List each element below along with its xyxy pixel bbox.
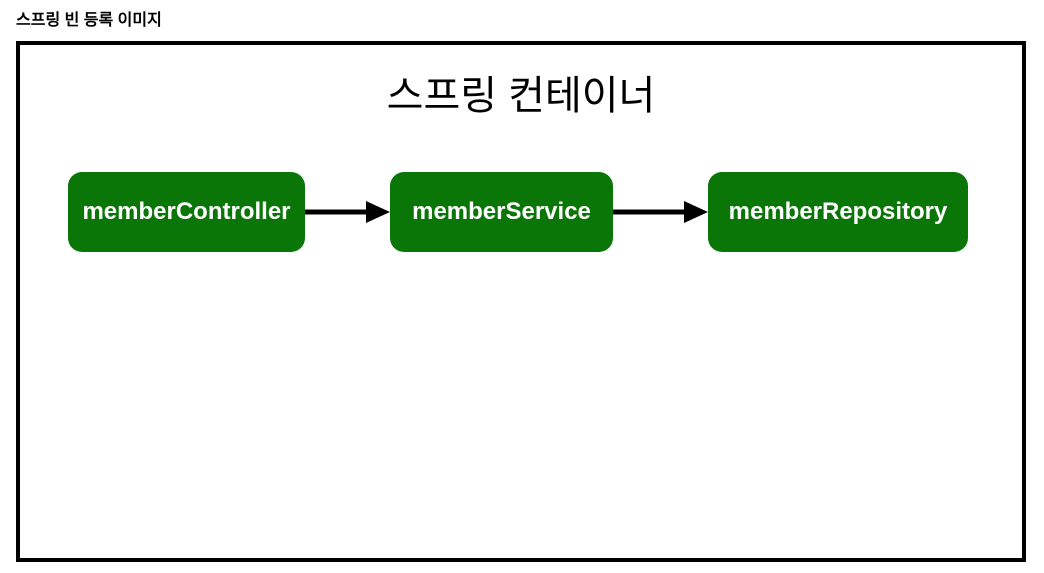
container-title: 스프링 컨테이너 [386,74,656,118]
spring-container-frame: 스프링 컨테이너 memberController memberService … [16,41,1026,562]
bean-member-service: memberService [390,172,613,252]
page-title: 스프링 빈 등록 이미지 [16,12,162,29]
bean-member-repository: memberRepository [708,172,968,252]
arrow-right-icon [613,201,708,223]
bean-member-controller: memberController [68,172,305,252]
arrow-right-icon [305,201,390,223]
